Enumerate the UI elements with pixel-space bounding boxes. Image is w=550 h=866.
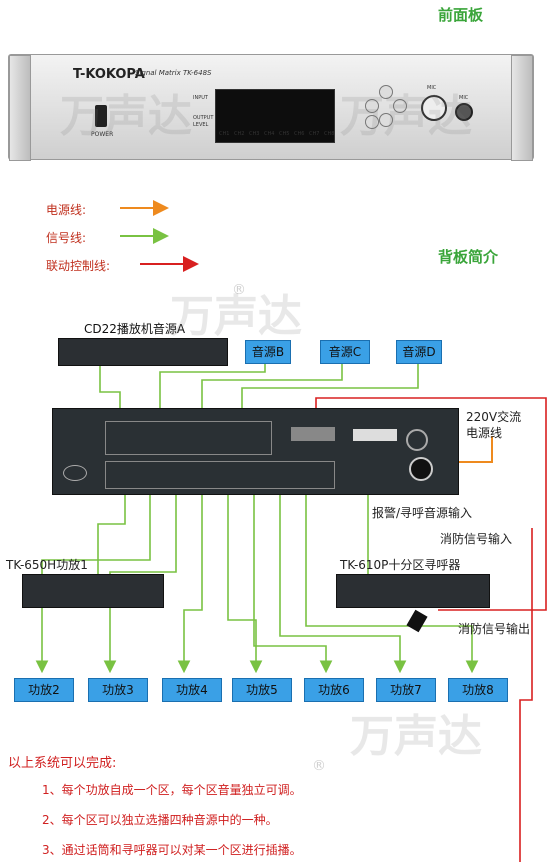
legend-power-label: 电源线: [46, 203, 87, 217]
fire-output-note: 消防信号输出 [458, 622, 531, 636]
key-enter[interactable] [365, 115, 379, 129]
input-label: INPUT [193, 95, 208, 101]
channel-label: CH8 [324, 131, 335, 137]
mic-jack[interactable] [455, 103, 473, 121]
level-label: LEVEL [193, 122, 209, 128]
channel-label: CH4 [264, 131, 275, 137]
wire-control-right [519, 528, 533, 862]
key-up[interactable] [379, 85, 393, 99]
model-label: Signal Matrix TK-648S [135, 69, 212, 77]
key-right[interactable] [393, 99, 407, 113]
source-d-box: 音源D [396, 340, 442, 364]
wire-out-3 [103, 476, 177, 674]
output-terminals [105, 461, 335, 489]
keypad [361, 85, 411, 137]
wire-source-d [235, 362, 419, 424]
mic-volume-knob[interactable] [421, 95, 447, 121]
legend-signal-label: 信号线: [46, 231, 87, 245]
summary-item-2: 2、每个区可以独立选播四种音源中的一种。 [42, 813, 278, 827]
power-socket [409, 457, 433, 481]
channel-labels: CH1 CH2 CH3 CH4 CH5 CH6 CH7 CH8 [219, 131, 339, 141]
back-panel-device [52, 408, 459, 495]
legend-control-label: 联动控制线: [46, 259, 111, 273]
ccc-mark [63, 465, 87, 481]
power-note-line2: 电源线 [466, 426, 503, 440]
wire-out-8 [305, 476, 479, 674]
channel-label: CH2 [234, 131, 245, 137]
watermark-3: 万声达 [170, 291, 302, 342]
power-switch[interactable] [95, 105, 107, 127]
watermark-1: 万声达 [60, 91, 192, 142]
summary-item-3: 3、通过话筒和寻呼器可以对某一个区进行插播。 [42, 843, 302, 857]
brand-logo: T-KOKOPA [73, 67, 145, 82]
wire-out-5 [227, 476, 263, 674]
watermark-mark-1: ® [232, 282, 246, 298]
amplifier-box: 功放7 [376, 678, 436, 702]
watermark-mark-2: ® [312, 758, 326, 774]
wire-out-1 [91, 476, 126, 588]
wire-out-2 [35, 476, 151, 674]
mic-jack-label: MIC [459, 95, 469, 101]
channel-label: CH6 [294, 131, 305, 137]
front-display [215, 89, 335, 143]
amp1-device [22, 574, 164, 608]
pager-device [336, 574, 490, 608]
amplifier-box: 功放3 [88, 678, 148, 702]
fire-input-note: 消防信号输入 [440, 532, 513, 546]
source-c-box: 音源C [320, 340, 370, 364]
input-terminals [105, 421, 272, 455]
power-note-line1: 220V交流 [466, 410, 522, 424]
key-down[interactable] [379, 113, 393, 127]
cd-player-device [58, 338, 228, 366]
front-panel-device: T-KOKOPA Signal Matrix TK-648S POWER INP… [8, 54, 534, 161]
alarm-input-note: 报警/寻呼音源输入 [372, 506, 473, 520]
mic-knob-label: MIC [427, 85, 437, 91]
rack-ear-left [9, 55, 31, 161]
wire-source-b [153, 362, 266, 424]
summary-title: 以上系统可以完成: [8, 756, 117, 771]
key-left[interactable] [365, 99, 379, 113]
amplifier-box: 功放2 [14, 678, 74, 702]
wire-source-c [195, 362, 343, 424]
channel-label: CH1 [219, 131, 230, 137]
rack-ear-right [511, 55, 533, 161]
wire-control-loop [438, 397, 547, 611]
wire-out-4 [177, 476, 203, 674]
rs232-port [291, 427, 335, 441]
amplifier-box: 功放4 [162, 678, 222, 702]
pager-label: TK-610P十分区寻呼器 [340, 558, 461, 572]
fuse-holder [406, 429, 428, 451]
front-panel-title: 前面板 [438, 6, 484, 24]
amp1-label: TK-650H功放1 [6, 558, 88, 572]
watermark-2: 万声达 [340, 91, 472, 142]
channel-label: CH5 [279, 131, 290, 137]
watermark-4: 万声达 [350, 711, 482, 762]
wire-out-7 [279, 476, 407, 674]
source-a-label: CD22播放机音源A [84, 322, 186, 336]
back-panel-title: 背板简介 [438, 248, 499, 266]
serial-plate [353, 429, 397, 441]
summary-item-1: 1、每个功放自成一个区，每个区音量独立可调。 [42, 783, 302, 797]
power-label: POWER [91, 131, 114, 138]
channel-label: CH7 [309, 131, 320, 137]
wire-source-a [99, 364, 127, 424]
channel-label: CH3 [249, 131, 260, 137]
output-label: OUTPUT [193, 115, 214, 121]
amplifier-box: 功放5 [232, 678, 292, 702]
amplifier-box: 功放8 [448, 678, 508, 702]
amplifier-box: 功放6 [304, 678, 364, 702]
wire-out-6 [253, 476, 333, 674]
source-b-box: 音源B [245, 340, 291, 364]
